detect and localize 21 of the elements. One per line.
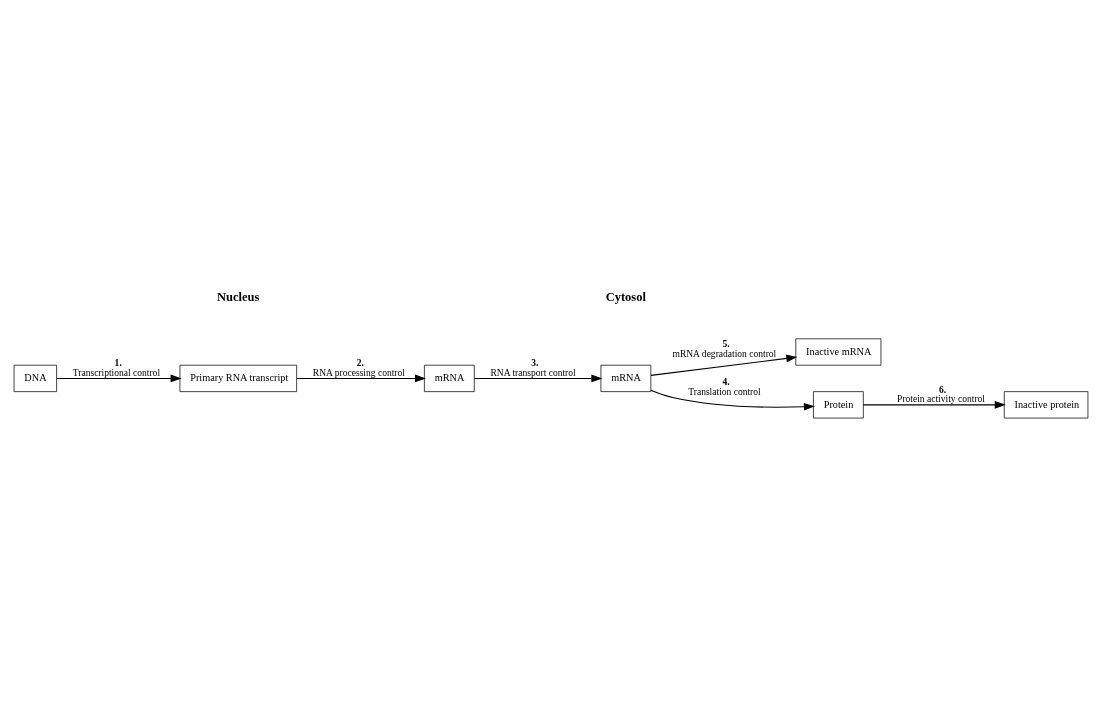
node-box: mRNA [424,364,475,392]
arrow [862,401,1006,409]
node-box: mRNA [600,364,652,392]
arrow [296,374,426,383]
arrow [473,374,603,383]
edge-label: 3. RNA transport control [490,357,576,378]
node-box: Inactive mRNA [795,338,882,366]
node-box: DNA [13,364,57,392]
arrow [650,389,815,411]
node-box: Primary RNA transcript [179,364,297,392]
arrow [56,374,182,383]
label: Cytosol [605,290,646,305]
edge-label: 6. Protein activity control [897,383,985,405]
edge-label: 2. RNA processing control [312,357,405,378]
arrow [650,354,798,376]
node-box: Protein [813,391,864,419]
label: Nucleus [217,290,260,305]
edge-label: 5. mRNA degradation control [672,338,777,359]
edge-label: 1. Transcriptional control [72,357,161,378]
node-box: Inactive protein [1003,391,1089,419]
edge-label: 4. Translation control [688,376,761,397]
